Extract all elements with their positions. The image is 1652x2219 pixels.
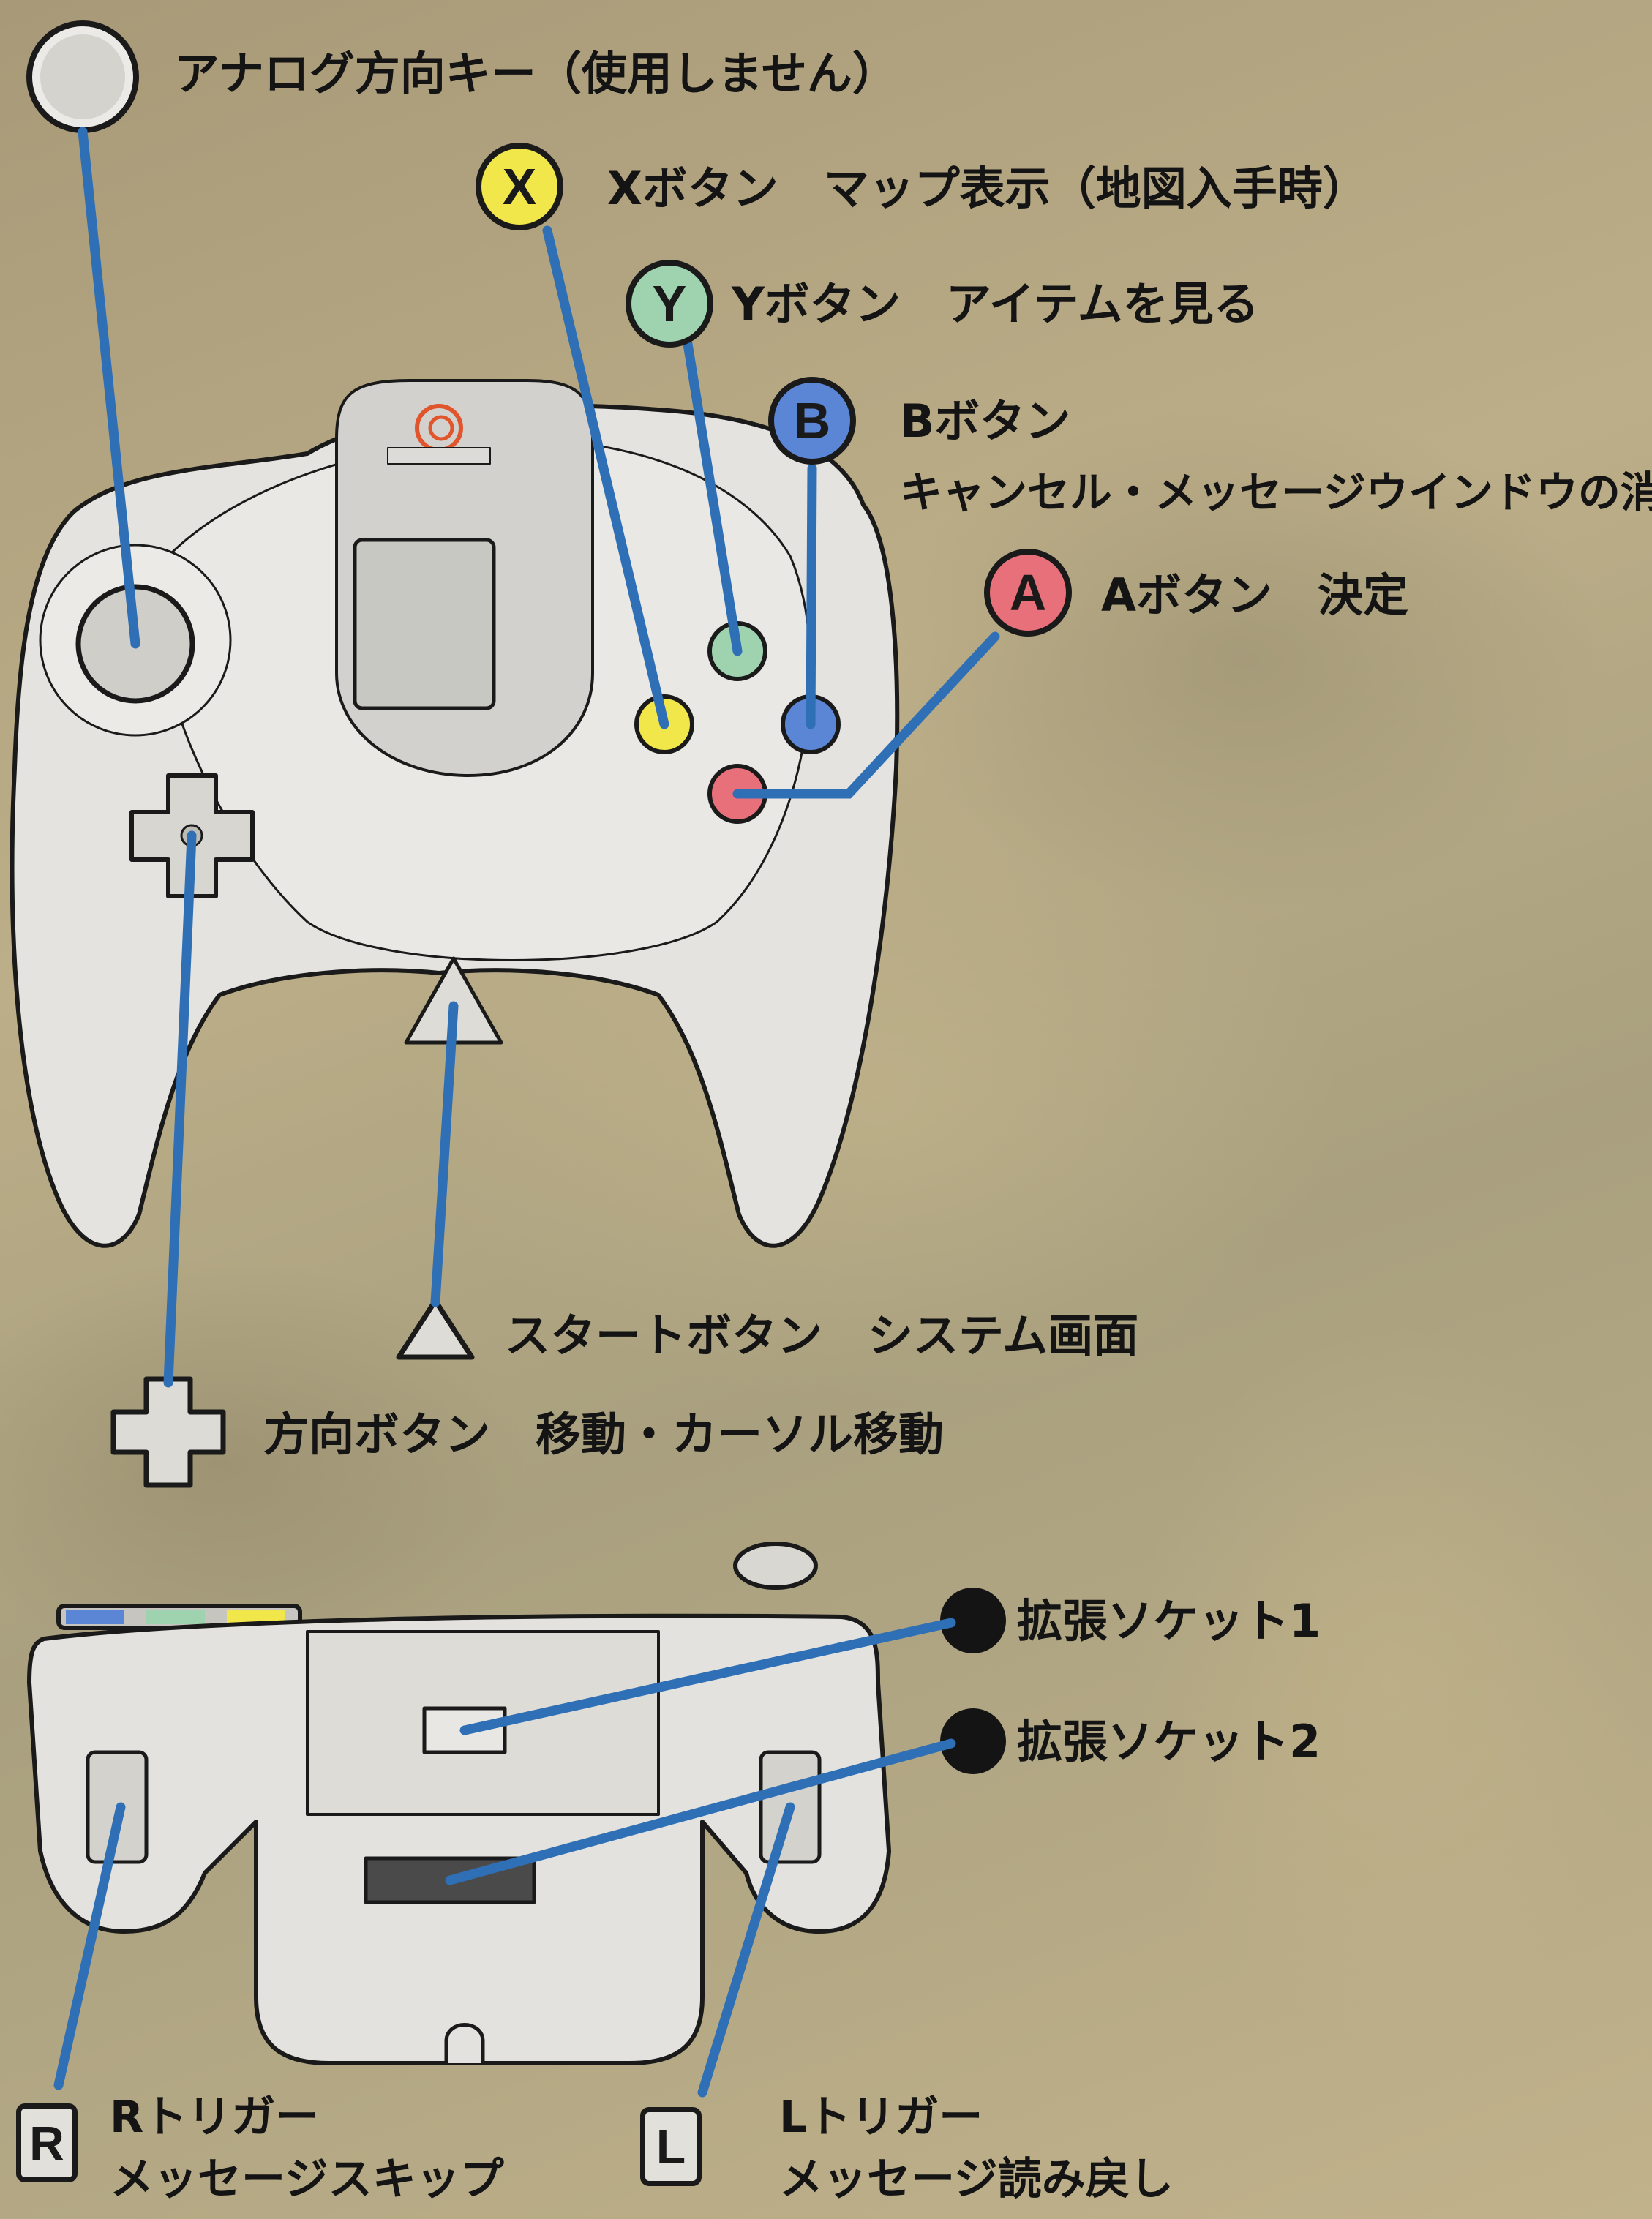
controller-bottom-view	[27, 1542, 891, 2065]
l-trigger-title: Lトリガー	[779, 2092, 983, 2143]
x-button-label: Xボタン マップ表示（地図入手時）	[607, 162, 1368, 215]
dpad-legend-icon	[110, 1376, 226, 1488]
b-button-desc: キャンセル・メッセージウインドウの消去	[900, 468, 1652, 517]
b-button-title: Bボタン	[900, 394, 1071, 448]
a-legend-icon: A	[984, 549, 1072, 637]
socket1-legend-icon	[940, 1588, 1006, 1653]
y-button-label: Yボタン アイテムを見る	[732, 277, 1259, 331]
socket2-label: 拡張ソケット2	[1017, 1715, 1321, 1768]
socket1-label: 拡張ソケット1	[1017, 1594, 1321, 1648]
b-legend-icon: B	[768, 377, 856, 465]
start-legend-icon	[396, 1298, 475, 1360]
analog-label: アナログ方向キー（使用しません）	[174, 47, 898, 100]
expansion-socket-1	[422, 1706, 507, 1754]
a-button-label: Aボタン 決定	[1101, 568, 1408, 622]
x-legend-icon: X	[476, 143, 563, 230]
dreamcast-logo-icon	[387, 404, 491, 465]
controller-bottom-body	[27, 1613, 891, 2065]
r-trigger-desc: メッセージスキップ	[110, 2154, 504, 2205]
analog-stick-top	[733, 1542, 818, 1590]
dpad-label: 方向ボタン 移動・カーソル移動	[263, 1408, 945, 1461]
y-legend-icon: Y	[626, 260, 713, 348]
r-trigger-title: Rトリガー	[110, 2092, 320, 2143]
leader-lines	[53, 127, 1000, 2098]
socket-housing	[306, 1630, 660, 1816]
controller-top-view	[10, 379, 900, 1248]
l-legend-icon: L	[640, 2107, 702, 2186]
r-legend-icon: R	[16, 2103, 78, 2182]
socket2-legend-icon	[940, 1708, 1006, 1774]
l-trigger-desc: メッセージ読み戻し	[779, 2154, 1174, 2205]
vmu-screen	[353, 538, 496, 710]
start-button-label: スタートボタン システム画面	[505, 1309, 1139, 1362]
